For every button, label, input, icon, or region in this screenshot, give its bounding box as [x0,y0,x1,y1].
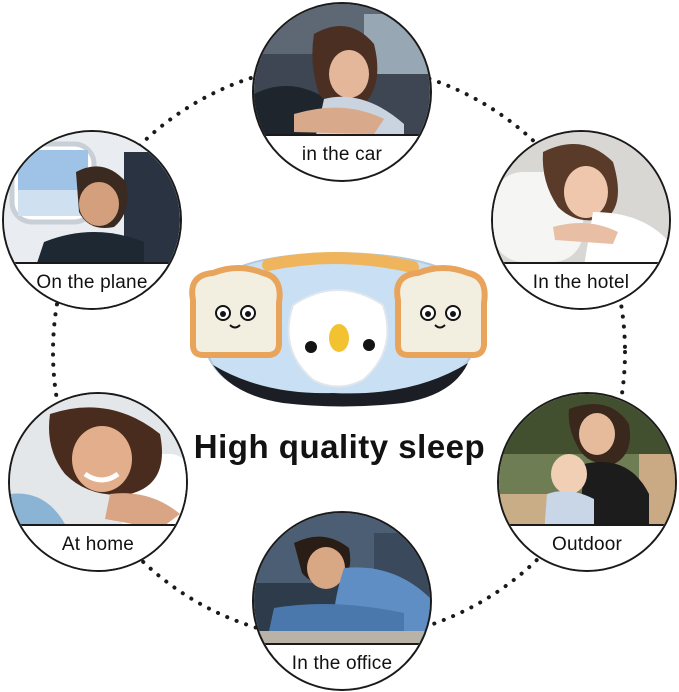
penguin-toast-sleep-mask [189,251,488,407]
scene-label: At home [10,524,186,570]
headline: High quality sleep [193,428,486,465]
scene-outdoor: Outdoor [497,392,677,572]
scene-label: In the hotel [493,262,669,308]
scene-in-the-office: In the office [252,511,432,691]
scene-label: In the office [254,643,430,689]
scene-on-the-plane: On the plane [2,130,182,310]
scene-label: Outdoor [499,524,675,570]
scene-at-home: At home [8,392,188,572]
scene-in-the-hotel: In the hotel [491,130,671,310]
scene-label: On the plane [4,262,180,308]
woman-sleeping-car-photo [254,4,430,180]
scene-in-the-car: in the car [252,2,432,182]
scene-label: in the car [254,134,430,180]
